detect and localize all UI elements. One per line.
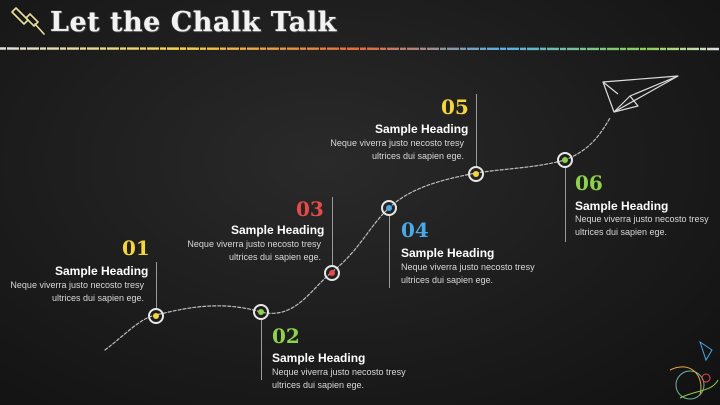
node-04 <box>381 200 397 216</box>
step-number-01: 01 <box>122 236 150 260</box>
step-heading-01: Sample Heading <box>55 264 149 278</box>
step-body-06: Neque viverra justo necosto tresy ultric… <box>575 214 709 237</box>
step-number-05: 05 <box>441 95 469 119</box>
step-body-04: Neque viverra justo necosto tresy ultric… <box>401 262 535 285</box>
node-03 <box>324 265 340 281</box>
step-number-02: 02 <box>272 324 300 348</box>
node-01 <box>148 308 164 324</box>
step-number-04: 04 <box>401 218 429 242</box>
step-heading-05: Sample Heading <box>375 122 469 136</box>
step-heading-03: Sample Heading <box>231 223 325 237</box>
node-02 <box>253 304 269 320</box>
title-underline <box>0 47 720 51</box>
doodle-decoration <box>669 340 719 400</box>
slide-title: Let the Chalk Talk <box>50 7 337 38</box>
step-number-03: 03 <box>296 197 324 221</box>
paper-plane-icon <box>602 75 679 113</box>
step-heading-04: Sample Heading <box>401 246 495 260</box>
pushpin-icon <box>11 7 45 35</box>
connector-line-05 <box>476 94 477 166</box>
step-heading-02: Sample Heading <box>272 351 366 365</box>
connector-line-04 <box>389 216 390 288</box>
step-number-06: 06 <box>575 171 603 195</box>
connector-line-06 <box>565 168 566 242</box>
node-06 <box>557 152 573 168</box>
step-body-03: Neque viverra justo necosto tresy ultric… <box>187 239 321 262</box>
step-heading-06: Sample Heading <box>575 199 669 213</box>
step-body-05: Neque viverra justo necosto tresy ultric… <box>330 138 464 161</box>
connector-line-03 <box>332 197 333 265</box>
node-05 <box>468 166 484 182</box>
step-body-02: Neque viverra justo necosto tresy ultric… <box>272 367 406 390</box>
connector-line-02 <box>261 320 262 380</box>
step-body-01: Neque viverra justo necosto tresy ultric… <box>10 280 144 303</box>
connector-line-01 <box>156 262 157 308</box>
